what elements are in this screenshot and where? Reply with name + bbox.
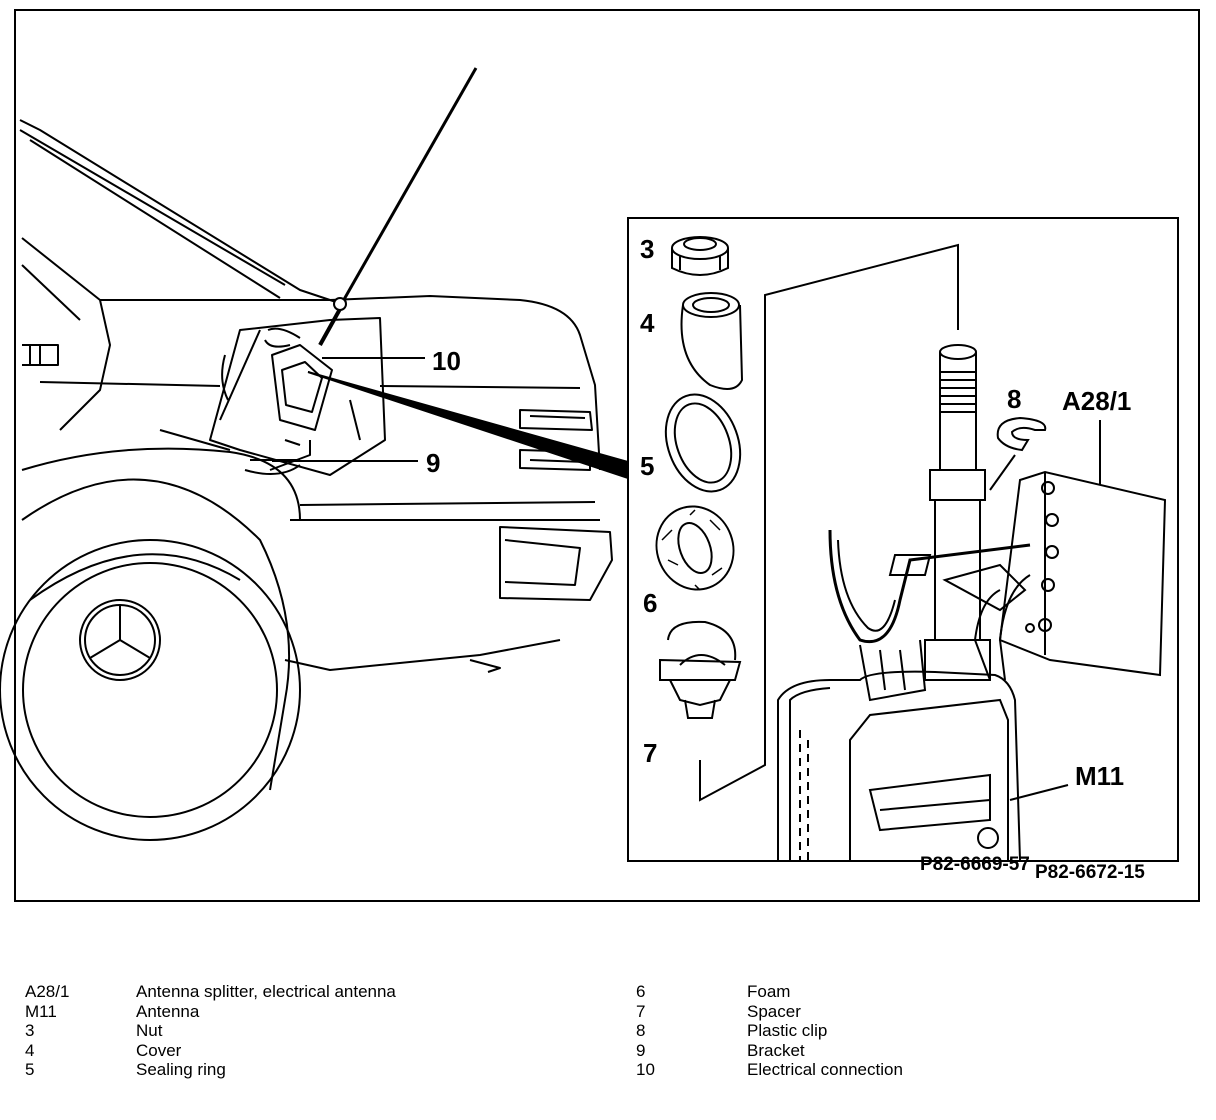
antenna-motor-part [777,639,1069,861]
legend-description: Bracket [747,1040,805,1060]
legend-row: 7 Spacer [636,1002,1196,1022]
callout-5: 5 [640,451,654,481]
legend-description: Sealing ring [136,1060,226,1079]
callout-labels: 3 4 5 6 7 8 9 10 A28/1 M11 P82-6669-57 P… [426,234,1145,883]
plastic-clip-part [989,416,1047,491]
legend-code: 9 [636,1040,646,1060]
callout-9: 9 [426,448,440,478]
exploded-parts [655,236,1167,861]
legend-description: Spacer [747,1001,801,1021]
legend-code: 3 [25,1021,35,1040]
legend-column-left: A28/1 Antenna splitter, electrical antenn… [25,982,585,1080]
legend-description: Electrical connection [747,1060,903,1079]
legend-code: 5 [25,1060,35,1079]
figure-frame [14,9,1200,902]
legend-description: Foam [747,982,791,1001]
foam-part [655,505,735,591]
legend-code: M11 [25,1001,57,1021]
legend-description: Plastic clip [747,1021,828,1040]
legend-row: 8 Plastic clip [636,1021,1196,1041]
sealing-ring-part [664,393,742,493]
legend-row: A28/1 Antenna splitter, electrical antenn… [25,982,585,1002]
legend-code: 10 [636,1060,655,1079]
legend-code: 4 [25,1040,35,1060]
legend-code: 6 [636,982,646,1001]
callout-3: 3 [640,234,654,264]
callout-4: 4 [640,308,655,338]
legend-row: 5 Sealing ring [25,1060,585,1080]
figure-code-1: P82-6669-57 [920,854,1030,875]
legend-description: Nut [136,1021,163,1040]
callout-a28-1: A28/1 [1062,386,1131,416]
legend-description: Antenna splitter, electrical antenna [136,982,396,1001]
legend-code: 8 [636,1021,646,1040]
legend-row: M11 Antenna [25,1002,585,1022]
legend-column-right: 6 Foam 7 Spacer 8 Plastic clip 9 Bracket 10 E… [636,982,1196,1080]
callout-10: 10 [432,346,461,376]
legend-row: 10 Electrical connection [636,1060,1196,1080]
antenna-splitter-part [998,420,1167,677]
legend-row: 9 Bracket [636,1041,1196,1061]
antenna-mast [318,67,478,346]
legend-row: 3 Nut [25,1021,585,1041]
legend-code: 7 [636,1001,646,1021]
car-rear-illustration [0,119,613,841]
parts-legend: A28/1 Antenna splitter, electrical antenn… [0,982,1216,1092]
legend-description: Cover [136,1040,182,1060]
legend-code: A28/1 [25,982,70,1001]
legend-row: 6 Foam [636,982,1196,1002]
callout-m11: M11 [1075,761,1124,791]
callout-8: 8 [1007,384,1021,414]
figure-code-2: P82-6672-15 [1035,862,1145,883]
legend-row: 4 Cover [25,1041,585,1061]
detail-inset-frame [627,217,1179,862]
callout-7: 7 [643,738,657,768]
antenna-diagram: 3 4 5 6 7 8 9 10 A28/1 M11 P82-6669-57 P… [0,9,1200,902]
spacer-part [659,620,742,719]
nut-part [671,236,729,276]
callout-6: 6 [643,588,657,618]
cover-part [680,292,744,390]
legend-description: Antenna [136,1001,200,1021]
